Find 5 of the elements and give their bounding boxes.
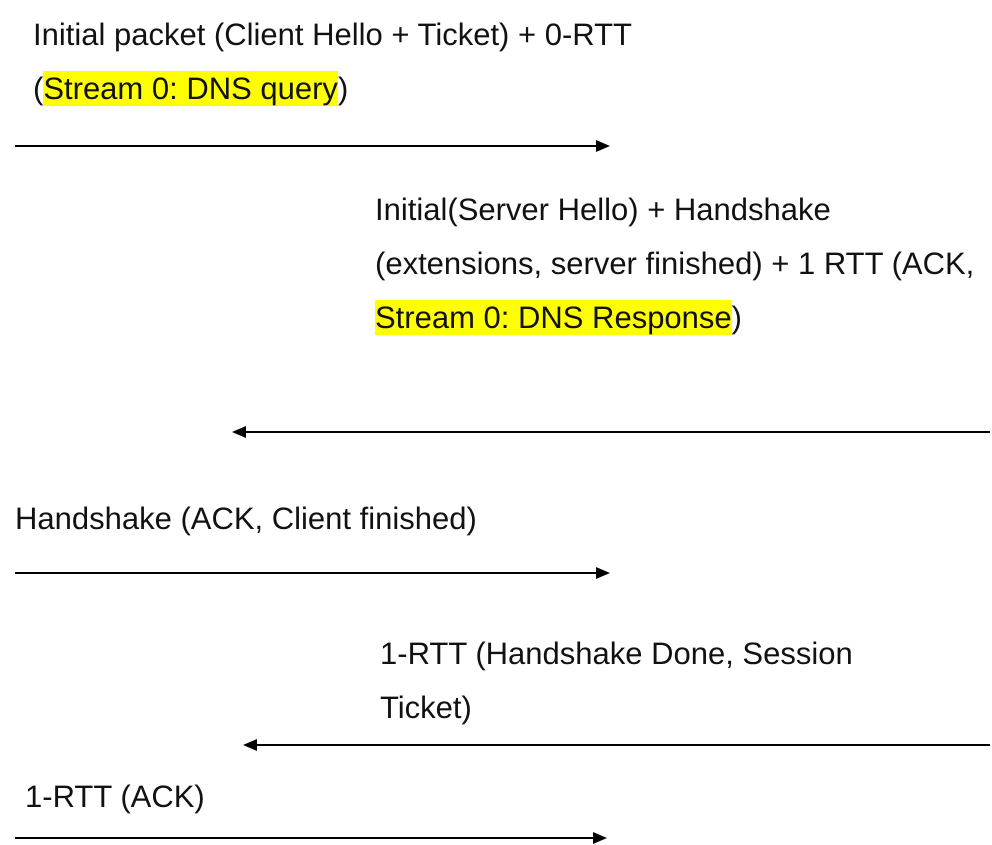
message-label: 1-RTT (ACK) <box>25 778 206 816</box>
message-label: Initial packet (Client Hello + Ticket) + 0-RTT (Stream 0: DNS query) <box>33 16 632 108</box>
message-label: 1-RTT (Handshake Done, Session Ticket) <box>380 635 854 727</box>
message-label: Initial(Server Hello) + Handshake (extensions, server finished) + 1 RTT (ACK, Stream 0: DNS Response) <box>375 191 976 337</box>
message-label: Handshake (ACK, Client finished) <box>15 500 478 538</box>
